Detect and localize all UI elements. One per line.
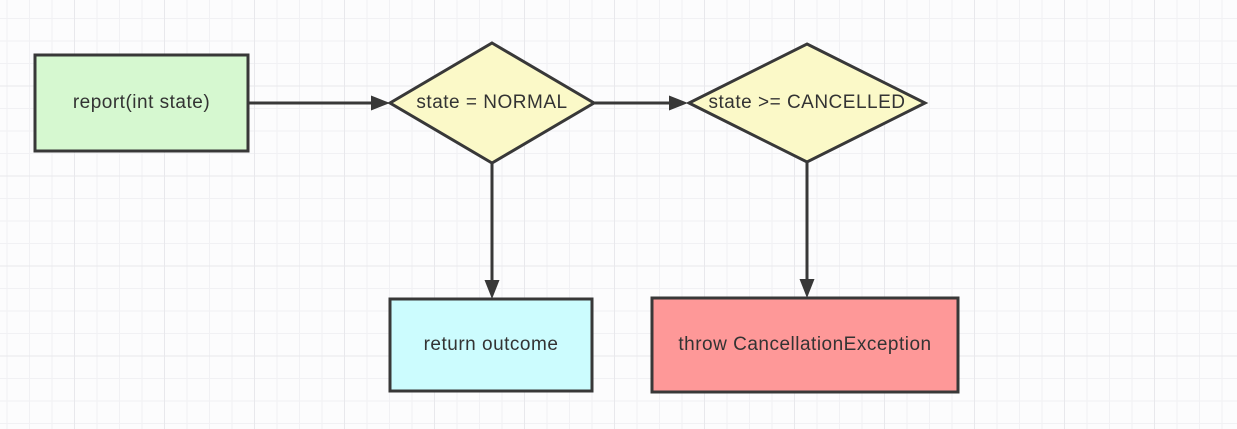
arrowhead-icon [484, 280, 500, 299]
node-decision-cancelled[interactable] [685, 42, 929, 164]
throw-exception-rectangle-shape [650, 296, 960, 394]
node-decision-normal[interactable] [387, 41, 597, 165]
return-outcome-rectangle-shape [388, 297, 594, 393]
connector-decision-normal-to-decision-cancelled[interactable] [594, 95, 688, 111]
connector-decision-normal-to-return-outcome[interactable] [484, 163, 500, 299]
node-throw-exception[interactable] [650, 296, 960, 394]
node-start[interactable] [33, 53, 250, 153]
connector-decision-cancelled-to-throw-exception[interactable] [799, 162, 815, 298]
decision-normal-diamond-shape [387, 41, 597, 165]
arrowhead-icon [799, 279, 815, 298]
node-return-outcome[interactable] [388, 297, 594, 393]
connector-start-to-decision-normal[interactable] [248, 95, 390, 111]
arrowhead-icon [371, 95, 390, 111]
start-rectangle-shape [33, 53, 250, 153]
arrowhead-icon [669, 95, 688, 111]
decision-cancelled-diamond-shape [685, 42, 929, 164]
